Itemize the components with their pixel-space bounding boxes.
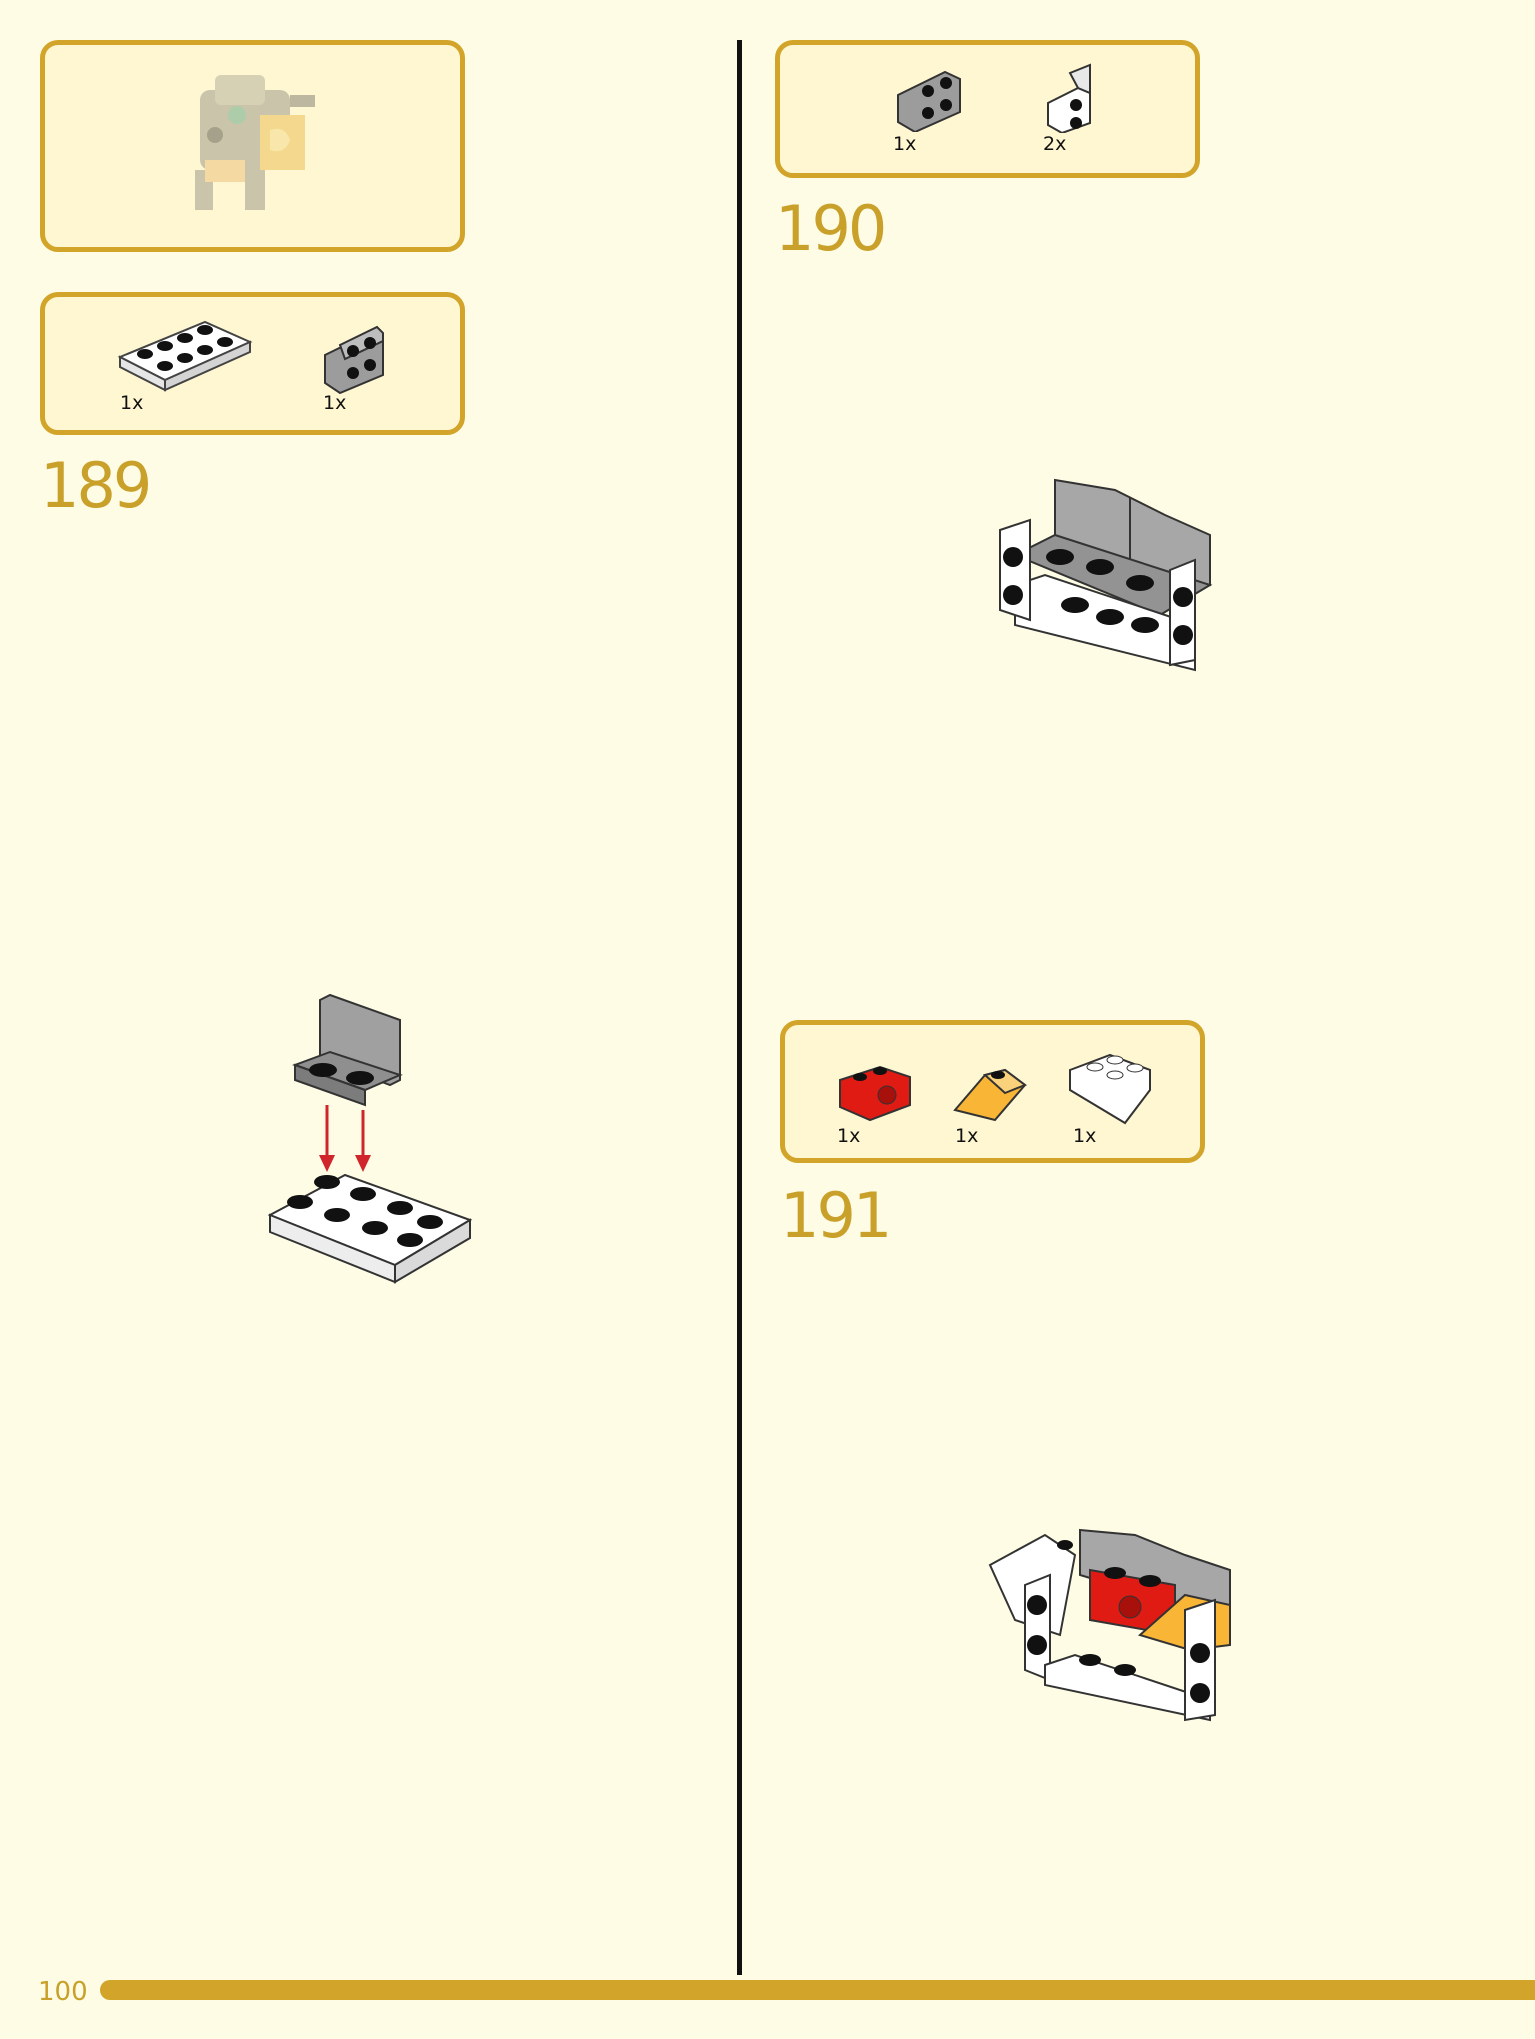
sub-assembly-preview-box bbox=[40, 40, 465, 252]
white-plate-2x4-icon bbox=[117, 320, 253, 392]
part-quantity: 1x bbox=[1073, 1125, 1097, 1147]
assembled-model-preview-icon bbox=[195, 75, 315, 210]
orange-slope-icon bbox=[953, 1068, 1028, 1122]
page-number: 100 bbox=[38, 1977, 88, 2007]
step-number: 191 bbox=[780, 1179, 892, 1252]
column-divider bbox=[737, 40, 742, 1975]
white-bracket-1x2-icon bbox=[1047, 63, 1091, 133]
parts-list-box-step-189: 1x 1x bbox=[40, 292, 465, 435]
footer-bar bbox=[100, 1980, 1535, 2000]
step-number: 190 bbox=[775, 192, 887, 265]
part-quantity: 1x bbox=[893, 133, 917, 155]
red-technic-brick-1x2-icon bbox=[839, 1065, 911, 1122]
part-quantity: 1x bbox=[323, 392, 347, 414]
part-quantity: 2x bbox=[1043, 133, 1067, 155]
step-191-assembly-illustration bbox=[988, 1528, 1231, 1722]
parts-list-box-step-191: 1x 1x 1x bbox=[780, 1020, 1205, 1163]
gray-bracket-2x2-icon bbox=[897, 70, 961, 132]
step-number: 189 bbox=[40, 449, 152, 522]
parts-list-box-step-190: 1x 2x bbox=[775, 40, 1200, 178]
step-189-assembly-illustration bbox=[267, 993, 473, 1284]
step-190-assembly-illustration bbox=[999, 478, 1213, 672]
part-quantity: 1x bbox=[120, 392, 144, 414]
white-inverted-slope-icon bbox=[1069, 1053, 1151, 1125]
part-quantity: 1x bbox=[955, 1125, 979, 1147]
part-quantity: 1x bbox=[837, 1125, 861, 1147]
gray-bracket-2x2-icon bbox=[324, 325, 384, 395]
